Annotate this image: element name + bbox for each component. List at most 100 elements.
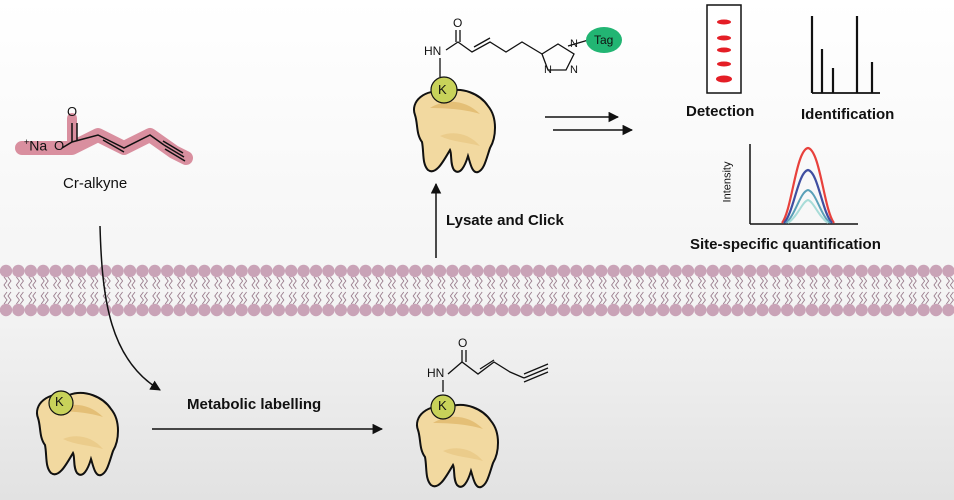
lipid-tail xyxy=(937,276,942,290)
lipid-tail xyxy=(664,291,669,305)
lipid-tail xyxy=(549,291,554,305)
lipid-tail xyxy=(925,276,930,290)
lipid-head xyxy=(384,264,397,278)
lipid-tail xyxy=(825,276,830,290)
lipid-tail xyxy=(379,291,384,305)
lipid-tail xyxy=(214,291,219,305)
lipid-tail xyxy=(156,291,161,305)
amide-nh-bottom: HN xyxy=(427,366,445,380)
lipid-head xyxy=(657,264,670,278)
lipid-tail xyxy=(763,276,768,290)
lipid-head xyxy=(223,264,236,278)
lipid-tail xyxy=(797,291,802,305)
lipid-head xyxy=(260,264,273,278)
lipid-head xyxy=(793,303,806,317)
lipid-tail xyxy=(710,291,715,305)
lipid-head xyxy=(297,303,310,317)
lipid-tail xyxy=(131,291,136,305)
lipid-tail xyxy=(329,291,334,305)
lipid-head xyxy=(297,264,310,278)
lipid-head xyxy=(582,303,595,317)
charge-sign: + xyxy=(24,137,30,147)
lipid-head xyxy=(198,264,211,278)
lipid-tail xyxy=(859,291,864,305)
lipid-tail xyxy=(478,276,483,290)
lipid-tail xyxy=(292,276,297,290)
lipid-tail xyxy=(375,291,380,305)
lipid-tail xyxy=(429,276,434,290)
lipid-head xyxy=(0,303,13,317)
lipid-tail xyxy=(379,276,384,290)
lipid-tail xyxy=(106,276,111,290)
lipid-tail xyxy=(115,291,120,305)
lipid-head xyxy=(347,303,360,317)
lipid-tail xyxy=(139,291,144,305)
lipid-tail xyxy=(412,291,417,305)
lipid-head xyxy=(446,264,459,278)
lipid-head xyxy=(669,264,682,278)
lipid-tail xyxy=(809,276,814,290)
lipid-tail xyxy=(714,276,719,290)
lipid-head xyxy=(49,303,62,317)
lipid-tail xyxy=(701,291,706,305)
lipid-tail xyxy=(561,276,566,290)
lipid-tail xyxy=(801,291,806,305)
lipid-head xyxy=(111,303,124,317)
lipid-tail xyxy=(503,291,508,305)
lipid-tail xyxy=(763,291,768,305)
lipid-tail xyxy=(921,276,926,290)
lipid-tail xyxy=(57,276,62,290)
lipid-tail xyxy=(354,291,359,305)
lipid-tail xyxy=(722,276,727,290)
lipid-head xyxy=(148,303,161,317)
lipid-tail xyxy=(466,276,471,290)
lipid-tail xyxy=(156,276,161,290)
lipid-head xyxy=(644,303,657,317)
lipid-tail xyxy=(32,291,37,305)
lipid-tail xyxy=(267,291,272,305)
carbonyl-oxygen: O xyxy=(67,104,78,119)
lipid-tail xyxy=(106,291,111,305)
lipid-tail xyxy=(908,291,913,305)
lipid-tail xyxy=(863,276,868,290)
lipid-tail xyxy=(912,276,917,290)
lipid-head xyxy=(607,264,620,278)
lipid-tail xyxy=(214,276,219,290)
lipid-tail xyxy=(883,276,888,290)
identification-label: Identification xyxy=(801,106,895,123)
uptake-arrow xyxy=(99,225,161,391)
lipid-tail xyxy=(627,291,632,305)
lipid-head xyxy=(843,264,856,278)
lipid-head xyxy=(24,264,37,278)
lipid-head xyxy=(446,303,459,317)
protein-unlabelled xyxy=(35,390,119,477)
lipid-tail xyxy=(28,276,33,290)
lipid-tail xyxy=(230,291,235,305)
lipid-tail xyxy=(363,276,368,290)
lipid-head xyxy=(917,303,930,317)
click-product-structure xyxy=(439,27,622,77)
detection-gel xyxy=(706,4,742,94)
lipid-tail xyxy=(735,291,740,305)
lipid-tail xyxy=(697,291,702,305)
lipid-tail xyxy=(139,276,144,290)
lipid-head xyxy=(719,264,732,278)
membrane-heads-bottom xyxy=(0,303,954,317)
lipid-tail xyxy=(660,291,665,305)
lipid-tail xyxy=(338,276,343,290)
lipid-head xyxy=(867,264,881,278)
lipid-tail xyxy=(871,276,876,290)
lipid-tail xyxy=(850,291,855,305)
lipid-tail xyxy=(639,276,644,290)
lipid-tail xyxy=(515,276,520,290)
lipid-tail xyxy=(69,276,74,290)
lipid-tail xyxy=(912,291,917,305)
lipid-tail xyxy=(639,291,644,305)
lipid-head xyxy=(123,264,137,278)
cell-membrane xyxy=(0,264,954,317)
lipid-tail xyxy=(19,291,24,305)
lipid-tail xyxy=(615,276,620,290)
lipid-tail xyxy=(3,291,8,305)
lipid-head xyxy=(768,303,781,317)
lipid-head xyxy=(533,303,546,317)
